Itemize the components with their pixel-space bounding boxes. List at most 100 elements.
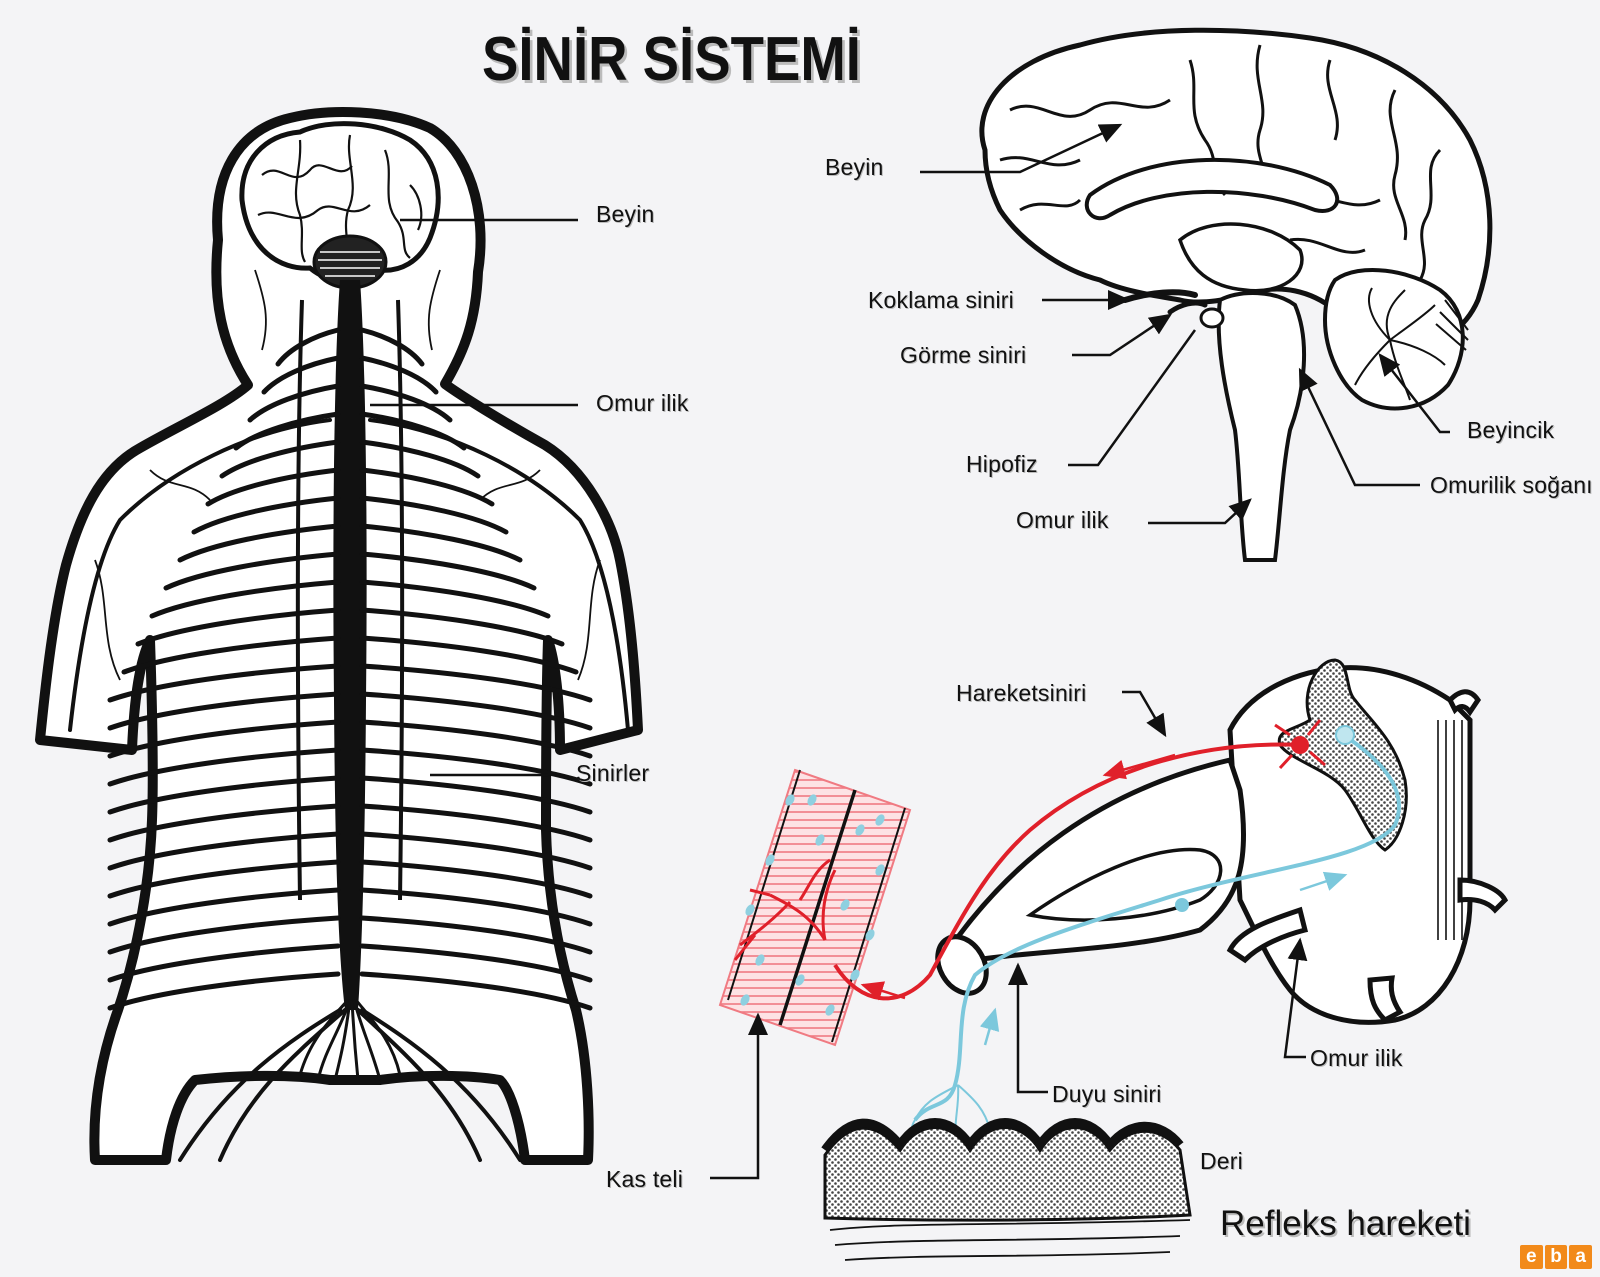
peripheral-nerve (359, 943, 593, 983)
peripheral-nerve (359, 635, 579, 675)
page-title: SİNİR SİSTEMİ (482, 25, 861, 94)
leader-medulla (1298, 367, 1420, 487)
dorsal-root-ganglion (1025, 847, 1223, 922)
body-figure (35, 107, 643, 1165)
sensory-arrow-lower (979, 1007, 1000, 1046)
muscle-spot (855, 824, 865, 836)
cerebellum-striations (318, 251, 382, 277)
label-sensory-nerve: Duyu siniri (1052, 1081, 1162, 1107)
skin-surface (821, 1118, 1184, 1154)
peripheral-nerve (359, 523, 523, 563)
peripheral-nerve (107, 915, 341, 955)
label-body-spinal-cord: Omur ilik (596, 390, 689, 416)
peripheral-nerve (359, 551, 537, 591)
muscle-spot (785, 794, 795, 806)
body-leader-lines (370, 218, 578, 777)
olfactory-bulb (1122, 289, 1198, 303)
label-brain-spinal-cord: Omur ilik (1016, 507, 1109, 533)
body-spinal-cord (333, 280, 367, 1010)
peripheral-nerve (219, 439, 341, 479)
muscle-spot (765, 854, 775, 866)
motor-arrow-lower (860, 981, 906, 1001)
peripheral-nerve (107, 663, 341, 703)
body-fine-nerves (94, 269, 601, 681)
peripheral-nerve (107, 859, 341, 899)
interneuron-body (1335, 725, 1355, 745)
muscle-spot (795, 974, 805, 986)
motor-nerve-path (833, 742, 1306, 1001)
spinal-roots (1226, 689, 1509, 1024)
muscle-spot (825, 1004, 835, 1016)
leader-muscle (710, 1012, 768, 1180)
leader-pituitary (1068, 329, 1197, 467)
label-cerebellum: Beyincik (1467, 417, 1555, 443)
peripheral-nerve (107, 943, 341, 983)
peripheral-nerve (359, 775, 593, 815)
leader-optic (1072, 313, 1173, 357)
peripheral-nerve (191, 495, 341, 535)
label-motor-nerve: Hareketsiniri (956, 680, 1087, 706)
peripheral-nerve (359, 859, 593, 899)
body-limb-nerves (68, 418, 630, 1162)
peripheral-nerve (107, 887, 341, 927)
muscle-fiber (718, 768, 912, 1047)
pituitary-gland (1199, 307, 1225, 329)
label-skin: Deri (1200, 1148, 1243, 1174)
muscle-spot (755, 954, 765, 966)
muscle-spot (745, 904, 755, 916)
label-muscle-fiber: Kas teli (606, 1166, 684, 1192)
peripheral-nerve (359, 719, 593, 759)
optic-nerve (1167, 300, 1208, 315)
peripheral-nerve (107, 747, 341, 787)
peripheral-nerve (359, 607, 565, 647)
peripheral-nerve (107, 719, 341, 759)
logo-letter: b (1544, 1245, 1568, 1269)
peripheral-nerve (359, 831, 593, 871)
peripheral-nerve (107, 803, 341, 843)
peripheral-nerve (247, 383, 341, 423)
reflex-grey-matter (1277, 658, 1408, 852)
motor-neuron-body (1274, 719, 1326, 770)
label-olfactory-nerve: Koklama siniri (868, 287, 1014, 313)
muscle-spot (850, 969, 860, 981)
sensory-nerve-path (913, 736, 1401, 1122)
muscle-spot (840, 899, 850, 911)
leader-brain-beyin (920, 123, 1123, 174)
label-pituitary: Hipofiz (966, 451, 1038, 477)
peripheral-nerve (149, 579, 341, 619)
motor-arrow-upper (1102, 753, 1176, 780)
label-reflex-spinal-cord: Omur ilik (1310, 1045, 1403, 1071)
muscle-edge-left (727, 769, 801, 1001)
leader-reflex-spinal (1283, 937, 1308, 1059)
reflex-leader-lines (710, 690, 1308, 1180)
peripheral-nerve (261, 355, 341, 395)
motor-end-plates (733, 858, 837, 961)
cerebellum-arbor (1354, 287, 1469, 401)
peripheral-nerve (163, 551, 341, 591)
muscle-spots (740, 794, 885, 1016)
leader-cerebellum (1378, 353, 1450, 434)
peripheral-nerve (359, 915, 593, 955)
sensory-neuron-body (1175, 898, 1189, 912)
label-brain-beyin: Beyin (825, 154, 884, 180)
peripheral-nerve (359, 803, 593, 843)
muscle-spot (740, 994, 750, 1006)
brain-gyri (999, 44, 1442, 281)
eba-logo: e b a (1520, 1245, 1593, 1269)
brain-section (920, 27, 1493, 562)
body-peripheral-nerves (107, 327, 593, 1011)
peripheral-nerve (107, 691, 341, 731)
label-body-nerves: Sinirler (576, 760, 650, 786)
reflex-arc (710, 658, 1509, 1261)
peripheral-nerve (107, 831, 341, 871)
muscle-spot (865, 929, 875, 941)
logo-letter: a (1569, 1245, 1593, 1269)
thalamus (1177, 222, 1304, 293)
reflex-cord-striations (1437, 720, 1463, 940)
muscle-spot (875, 864, 885, 876)
leader-spinal (1148, 498, 1252, 525)
muscle-edge-right (831, 807, 906, 1043)
peripheral-nerve (107, 971, 341, 1011)
